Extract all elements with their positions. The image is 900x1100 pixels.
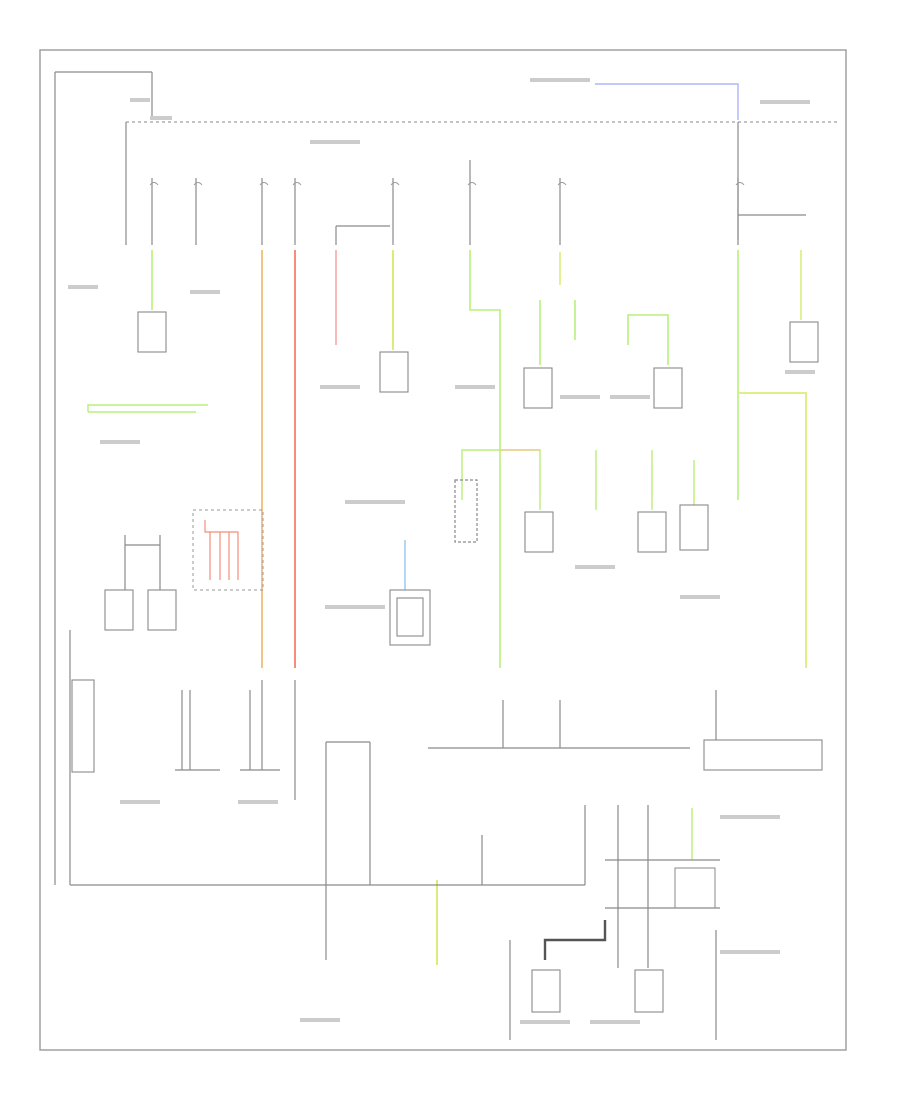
lower-bus: [69, 535, 720, 1040]
diagram-frame: [39, 49, 847, 1051]
wire-blue-top: [595, 83, 739, 120]
tiny-labels: [68, 78, 815, 1024]
components: [104, 311, 823, 1013]
colored-wires: [87, 250, 807, 965]
red-relay-wires: [204, 520, 239, 580]
fuse-drops: [149, 160, 806, 245]
fuse-symbol: [149, 182, 745, 186]
